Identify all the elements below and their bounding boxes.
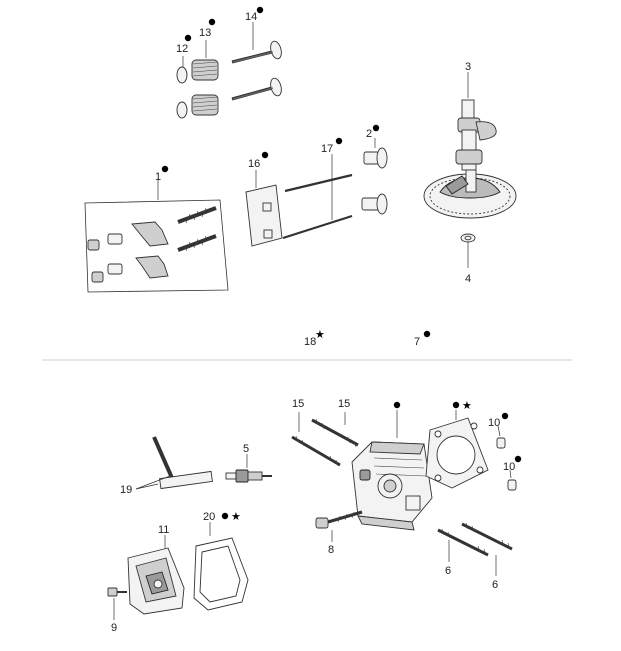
callout-6-right: 6 bbox=[492, 579, 498, 591]
callout-13: 13 bbox=[199, 27, 211, 39]
callout-4: 4 bbox=[465, 273, 471, 285]
callout-9: 9 bbox=[111, 622, 117, 634]
callout-10-upper: 10 bbox=[488, 417, 500, 429]
dot-marker bbox=[372, 124, 380, 132]
star-marker: ★ bbox=[462, 399, 472, 412]
callout-14: 14 bbox=[245, 11, 257, 23]
star-marker: ★ bbox=[231, 510, 241, 523]
callout-labels: 14 13 12 3 2 17 16 1 4 18 ★ 7 15 15 ★ 10… bbox=[111, 6, 522, 634]
callout-10-lower: 10 bbox=[503, 461, 515, 473]
valve-assembly-14[interactable] bbox=[231, 22, 283, 101]
callout-15-right: 15 bbox=[338, 398, 350, 410]
dot-marker bbox=[393, 401, 401, 409]
callout-3: 3 bbox=[465, 61, 471, 73]
valve-retainers-12[interactable] bbox=[176, 56, 188, 119]
star-marker: ★ bbox=[315, 328, 325, 341]
callout-19: 19 bbox=[120, 484, 132, 496]
washer-4[interactable] bbox=[460, 233, 476, 268]
dot-marker bbox=[261, 151, 269, 159]
dot-marker bbox=[335, 137, 343, 145]
push-rods-17[interactable] bbox=[282, 154, 353, 240]
dot-marker bbox=[208, 18, 216, 26]
dot-marker bbox=[514, 455, 522, 463]
callout-17: 17 bbox=[321, 143, 333, 155]
head-gasket[interactable] bbox=[425, 410, 489, 489]
dot-marker bbox=[452, 401, 460, 409]
dot-marker bbox=[221, 512, 229, 520]
tappets-2[interactable] bbox=[361, 138, 388, 215]
camshaft-3[interactable] bbox=[423, 72, 517, 219]
dot-marker bbox=[161, 165, 169, 173]
dot-marker bbox=[501, 412, 509, 420]
callout-15-left: 15 bbox=[292, 398, 304, 410]
dot-marker bbox=[256, 6, 264, 14]
callout-7: 7 bbox=[414, 336, 420, 348]
callout-5: 5 bbox=[243, 443, 249, 455]
callout-16: 16 bbox=[248, 158, 260, 170]
spark-plug-5[interactable] bbox=[225, 454, 272, 483]
cover-bolt-9[interactable] bbox=[107, 587, 127, 620]
callout-6-left: 6 bbox=[445, 565, 451, 577]
rocker-kit-1[interactable] bbox=[84, 180, 229, 293]
head-studs-15[interactable] bbox=[291, 412, 359, 467]
callout-8: 8 bbox=[328, 544, 334, 556]
cylinder-head[interactable] bbox=[351, 410, 433, 531]
plug-wrench-19[interactable] bbox=[135, 436, 213, 490]
studs-6[interactable] bbox=[437, 522, 513, 576]
dot-marker bbox=[184, 34, 192, 42]
dowel-pins-10[interactable] bbox=[496, 425, 517, 491]
callout-20: 20 bbox=[203, 511, 215, 523]
callout-11: 11 bbox=[158, 524, 169, 536]
valve-springs-13[interactable] bbox=[191, 40, 219, 116]
guide-plate-16[interactable] bbox=[245, 170, 283, 247]
callout-12: 12 bbox=[176, 43, 188, 55]
valve-cover-11[interactable] bbox=[127, 535, 185, 615]
callout-2: 2 bbox=[366, 128, 372, 140]
callout-18: 18 bbox=[304, 336, 316, 348]
dot-marker bbox=[423, 330, 431, 338]
callout-1: 1 bbox=[155, 171, 161, 183]
cover-gasket-20[interactable] bbox=[193, 522, 249, 611]
bolt-8[interactable] bbox=[315, 510, 363, 542]
